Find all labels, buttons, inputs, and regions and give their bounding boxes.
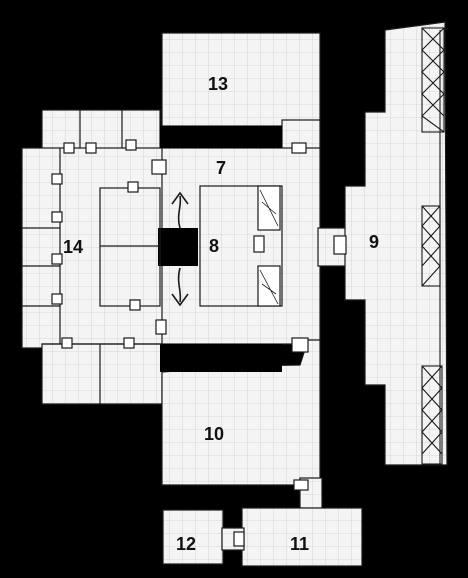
room-label-13: 13: [208, 74, 228, 94]
stairs-arrows: [171, 191, 189, 307]
door-icon[interactable]: [129, 299, 141, 311]
door-icon[interactable]: [293, 479, 309, 491]
door-icon[interactable]: [63, 142, 75, 154]
walls: [158, 126, 282, 372]
door-icon[interactable]: [155, 319, 167, 335]
floor-areas: [21, 21, 448, 567]
door-icon[interactable]: [51, 293, 63, 305]
door-icon[interactable]: [233, 531, 245, 547]
truss-icon: [421, 365, 443, 465]
room-9-floor: [344, 21, 448, 466]
door-icon[interactable]: [123, 337, 135, 349]
room-label-7: 7: [216, 158, 226, 178]
pillar-block: [158, 228, 198, 266]
room-13-floor: [161, 32, 321, 127]
room-label-11: 11: [290, 534, 309, 554]
door-icon[interactable]: [127, 181, 139, 193]
door-icon[interactable]: [291, 142, 307, 154]
room-label-14: 14: [63, 237, 83, 257]
door-icon[interactable]: [85, 142, 97, 154]
stairs-down-arrow-icon: [171, 267, 189, 307]
truss-icon: [421, 27, 445, 133]
wall-bar-upper: [160, 126, 282, 148]
door-icon[interactable]: [253, 235, 265, 253]
room-14-upper-floor: [41, 109, 161, 151]
door-icon[interactable]: [51, 173, 63, 185]
doors: [51, 139, 347, 547]
room-8-interior: [199, 185, 283, 307]
room-label-8: 8: [209, 236, 219, 256]
room-14-lower-floor: [41, 343, 163, 405]
door-icon[interactable]: [151, 159, 167, 175]
door-icon[interactable]: [51, 253, 63, 265]
room-label-9: 9: [369, 232, 379, 252]
door-icon[interactable]: [333, 235, 347, 255]
truss-icon: [421, 205, 441, 287]
wall-bar-lower: [160, 344, 282, 372]
door-icon[interactable]: [291, 337, 309, 353]
room-label-12: 12: [176, 534, 196, 554]
door-icon[interactable]: [125, 139, 137, 151]
door-icon[interactable]: [51, 211, 63, 223]
door-icon[interactable]: [61, 337, 73, 349]
room-14-floor: [21, 147, 163, 349]
room-labels: 13 7 8 9 14 10 11 12: [63, 74, 379, 554]
room-9-trusses: [421, 27, 445, 465]
room-label-10: 10: [204, 424, 224, 444]
stairs-up-arrow-icon: [171, 191, 189, 229]
